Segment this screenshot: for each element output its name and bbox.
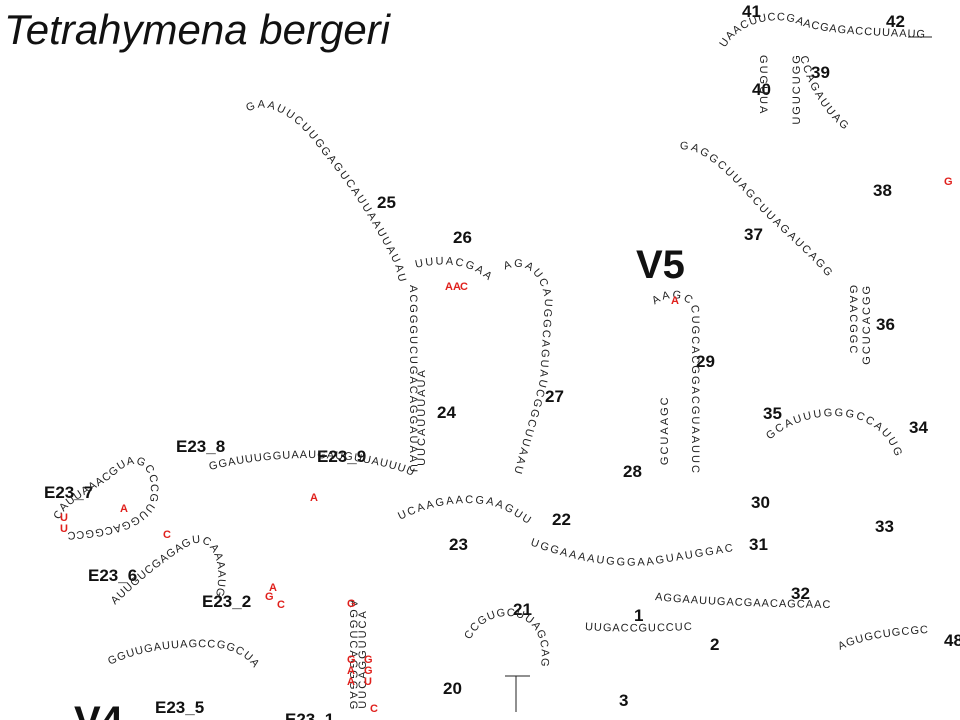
helix-number: 40 bbox=[752, 80, 771, 99]
expansion-label-group: E23_8 E23_9 E23_7 E23_6 E23_2 E23_5 E23_… bbox=[44, 437, 366, 720]
expansion-label: E23_5 bbox=[155, 698, 204, 717]
helix-number-group: 41 42 40 39 38 37 36 35 34 33 32 31 30 2… bbox=[377, 2, 960, 710]
sequence-e23-6: AUUGUCGAGAGUCAAAAUGCUUGGUUGACUUAG bbox=[0, 0, 227, 607]
expansion-label: E23_9 bbox=[317, 447, 366, 466]
sequence-e23: GGAUUUGGUAAUGAUGUUAUUUUACCUGAAUCUAAUGGAA… bbox=[0, 0, 417, 479]
expansion-label: E23_2 bbox=[202, 592, 251, 611]
helix-number: 24 bbox=[437, 403, 456, 422]
red-nucleotide: A bbox=[445, 281, 453, 293]
helix-number: 48 bbox=[944, 631, 960, 650]
sequence-h24: ACGGGUCUGACAGGAUAAUUUCAUUUAUA bbox=[407, 285, 428, 474]
red-nucleotide: A bbox=[347, 676, 355, 688]
red-nucleotide: U bbox=[60, 512, 68, 524]
helix-number: 1 bbox=[634, 606, 643, 625]
helix-number: 31 bbox=[749, 535, 768, 554]
red-nucleotide: A bbox=[269, 582, 277, 594]
red-nucleotide: C bbox=[163, 529, 171, 541]
sequence-e23-7: CAUUAAACGUAGCCCGUUGGACGGCCUUG bbox=[0, 0, 160, 541]
sequence-h1: UUGACCGUCCUCUGGUUGACUAGU bbox=[0, 0, 692, 635]
sequence-group: GAAUUCUUGGAGUCAUUAAUUAUAUCUGAUUAUGG UUUA… bbox=[0, 0, 928, 711]
red-nucleotide: A bbox=[120, 503, 128, 515]
helix-number: 36 bbox=[876, 315, 895, 334]
sequence-h48: AGUGCUGCGCUGUAUU bbox=[0, 0, 928, 653]
domain-label-v4: V4 bbox=[74, 699, 124, 720]
helix-number: 34 bbox=[909, 418, 928, 437]
helix-number: 38 bbox=[873, 181, 892, 200]
domain-label-v5: V5 bbox=[636, 243, 685, 287]
expansion-label: E23_8 bbox=[176, 437, 225, 456]
helix-number: 2 bbox=[710, 635, 719, 654]
red-nucleotide: G bbox=[364, 665, 373, 677]
species-title: Tetrahymena bergeri bbox=[4, 6, 392, 53]
red-nucleotide: G bbox=[347, 598, 356, 610]
helix-number: 32 bbox=[791, 584, 810, 603]
red-nucleotide: G bbox=[265, 591, 274, 603]
expansion-label: E23_7 bbox=[44, 483, 93, 502]
helix-number: 20 bbox=[443, 679, 462, 698]
helix-number: 37 bbox=[744, 225, 763, 244]
sequence-h22: UGGAAAAUGGGAAGUAUGGACGCUUCAUCUGAA bbox=[0, 0, 734, 569]
expansion-label: E23_1 bbox=[285, 710, 334, 720]
red-nucleotide: U bbox=[364, 676, 372, 688]
highlighted-nucleotides: A A C A A U U A C A G C G G A G G U C A … bbox=[60, 176, 953, 715]
helix-number: 42 bbox=[886, 12, 905, 31]
helix-number: 39 bbox=[811, 63, 830, 82]
red-nucleotide: U bbox=[60, 523, 68, 535]
red-nucleotide: A bbox=[310, 492, 318, 504]
helix-number: 41 bbox=[742, 2, 761, 21]
helix-number: 33 bbox=[875, 517, 894, 536]
red-nucleotide: G bbox=[347, 654, 356, 666]
helix-number: 25 bbox=[377, 193, 396, 212]
helix-number: 26 bbox=[453, 228, 472, 247]
sequence-h21: CCGUGCUUAGCAGCGGCCGGAGUACGC bbox=[0, 0, 550, 668]
red-nucleotide: C bbox=[370, 703, 378, 715]
helix-number: 21 bbox=[513, 600, 532, 619]
sequence-e23-1: AGGUCAGGGAGUUCAGGUUCA bbox=[347, 600, 369, 711]
red-nucleotide: G bbox=[364, 654, 373, 666]
red-nucleotide: A bbox=[671, 295, 679, 307]
connector-lines bbox=[505, 36, 932, 712]
red-nucleotide: C bbox=[277, 599, 285, 611]
sequence-v5-hairpin: AAGCCUGCACGGACGUAAUUCGCUAAGC bbox=[650, 289, 702, 475]
helix-number: 22 bbox=[552, 510, 571, 529]
expansion-label: E23_6 bbox=[88, 566, 137, 585]
helix-number: 29 bbox=[696, 352, 715, 371]
helix-number: 27 bbox=[545, 387, 564, 406]
helix-number: 30 bbox=[751, 493, 770, 512]
red-nucleotide: A bbox=[347, 665, 355, 677]
helix-number: 23 bbox=[449, 535, 468, 554]
red-nucleotide: C bbox=[460, 281, 468, 293]
red-nucleotide: A bbox=[453, 281, 461, 293]
helix-number: 35 bbox=[763, 404, 782, 423]
helix-number: 3 bbox=[619, 691, 628, 710]
helix-number: 28 bbox=[623, 462, 642, 481]
red-nucleotide: G bbox=[944, 176, 953, 188]
